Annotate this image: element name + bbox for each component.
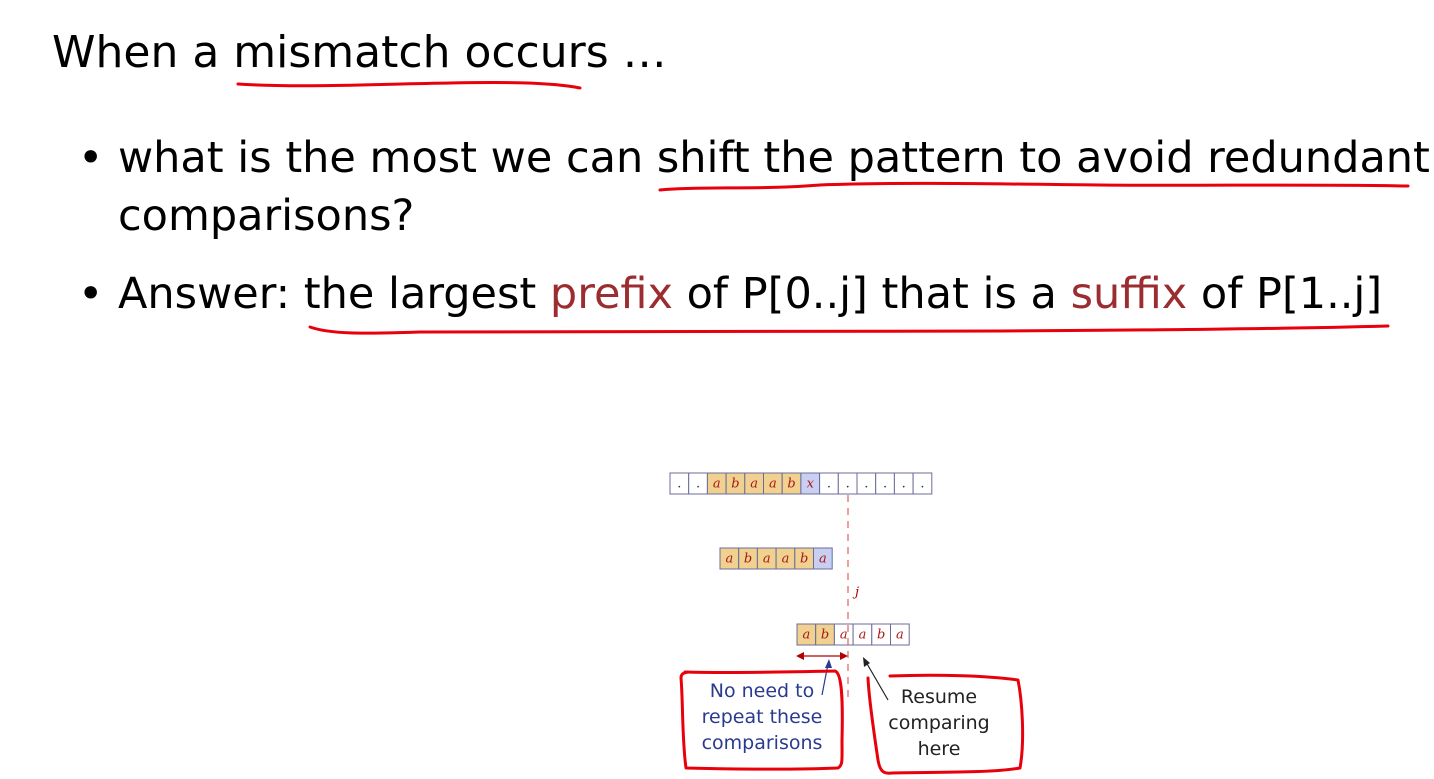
left-note-line-2: repeat these: [701, 706, 823, 728]
text-row-letter: x: [807, 477, 815, 492]
text-row-cell: [912, 472, 933, 495]
title-prefix: When a: [52, 27, 234, 78]
answer-text-2: of P[0..j] that is a: [672, 269, 1071, 319]
answer-text-1: the largest: [303, 269, 550, 319]
shifted-row-cell: [890, 623, 910, 646]
pattern-row-letter: a: [782, 552, 790, 567]
pattern-row-letter: b: [744, 552, 752, 567]
prefix-term: prefix: [549, 269, 673, 319]
slide-title: When a mismatch occurs …: [52, 26, 667, 80]
shifted-row-letter: a: [802, 628, 810, 643]
bullet-dot: •: [78, 269, 104, 319]
text-row-letter: .: [696, 477, 700, 492]
j-label: j: [852, 585, 859, 600]
shifted-row-letter: b: [877, 628, 885, 643]
text-row-letter: b: [787, 477, 795, 492]
pattern-row-letter: a: [819, 552, 827, 567]
text-row-letter: a: [769, 477, 777, 492]
left-note: No need to repeat these comparisons: [690, 678, 834, 756]
title-emphasis: mismatch occurs: [233, 27, 609, 78]
bullet-1-line-2: comparisons?: [118, 191, 415, 241]
title-suffix: …: [608, 27, 667, 78]
answer-text-3: of P[1..j]: [1187, 269, 1383, 319]
right-note-line-1: Resume: [900, 686, 978, 708]
text-row-letter: .: [846, 477, 850, 492]
text-row-letter: .: [883, 477, 887, 492]
shifted-row-letter: a: [859, 628, 867, 643]
text-row-letter: b: [731, 477, 739, 492]
text-row-letter: .: [864, 477, 868, 492]
text-row-letter: .: [920, 477, 924, 492]
bullet-1-emphasis: shift the pattern to avoid redundant: [656, 133, 1430, 183]
right-note-line-2: comparing: [888, 712, 990, 734]
pattern-row-cell: [813, 547, 833, 570]
pattern-row-letter: a: [725, 552, 733, 567]
text-row-letter: a: [750, 477, 758, 492]
skip-range-arrow: [796, 652, 848, 660]
shifted-row-letter: a: [840, 628, 848, 643]
text-row-letter: a: [713, 477, 721, 492]
answer-label: Answer:: [118, 269, 304, 319]
pattern-row-letter: a: [763, 552, 771, 567]
shifted-row-letter: a: [896, 628, 904, 643]
pattern-row-letter: b: [800, 552, 808, 567]
suffix-term: suffix: [1070, 269, 1188, 319]
right-note: Resume comparing here: [874, 684, 1004, 762]
text-row-letter: .: [827, 477, 831, 492]
left-note-line-1: No need to: [709, 680, 815, 702]
text-row-letter: .: [677, 477, 681, 492]
shifted-row-letter: b: [821, 628, 829, 643]
right-note-line-3: here: [917, 738, 961, 760]
bullet-1-text: what is the most we can: [118, 133, 657, 183]
left-note-line-3: comparisons: [701, 732, 823, 754]
bullet-dot: •: [78, 133, 104, 183]
text-row-letter: .: [902, 477, 906, 492]
